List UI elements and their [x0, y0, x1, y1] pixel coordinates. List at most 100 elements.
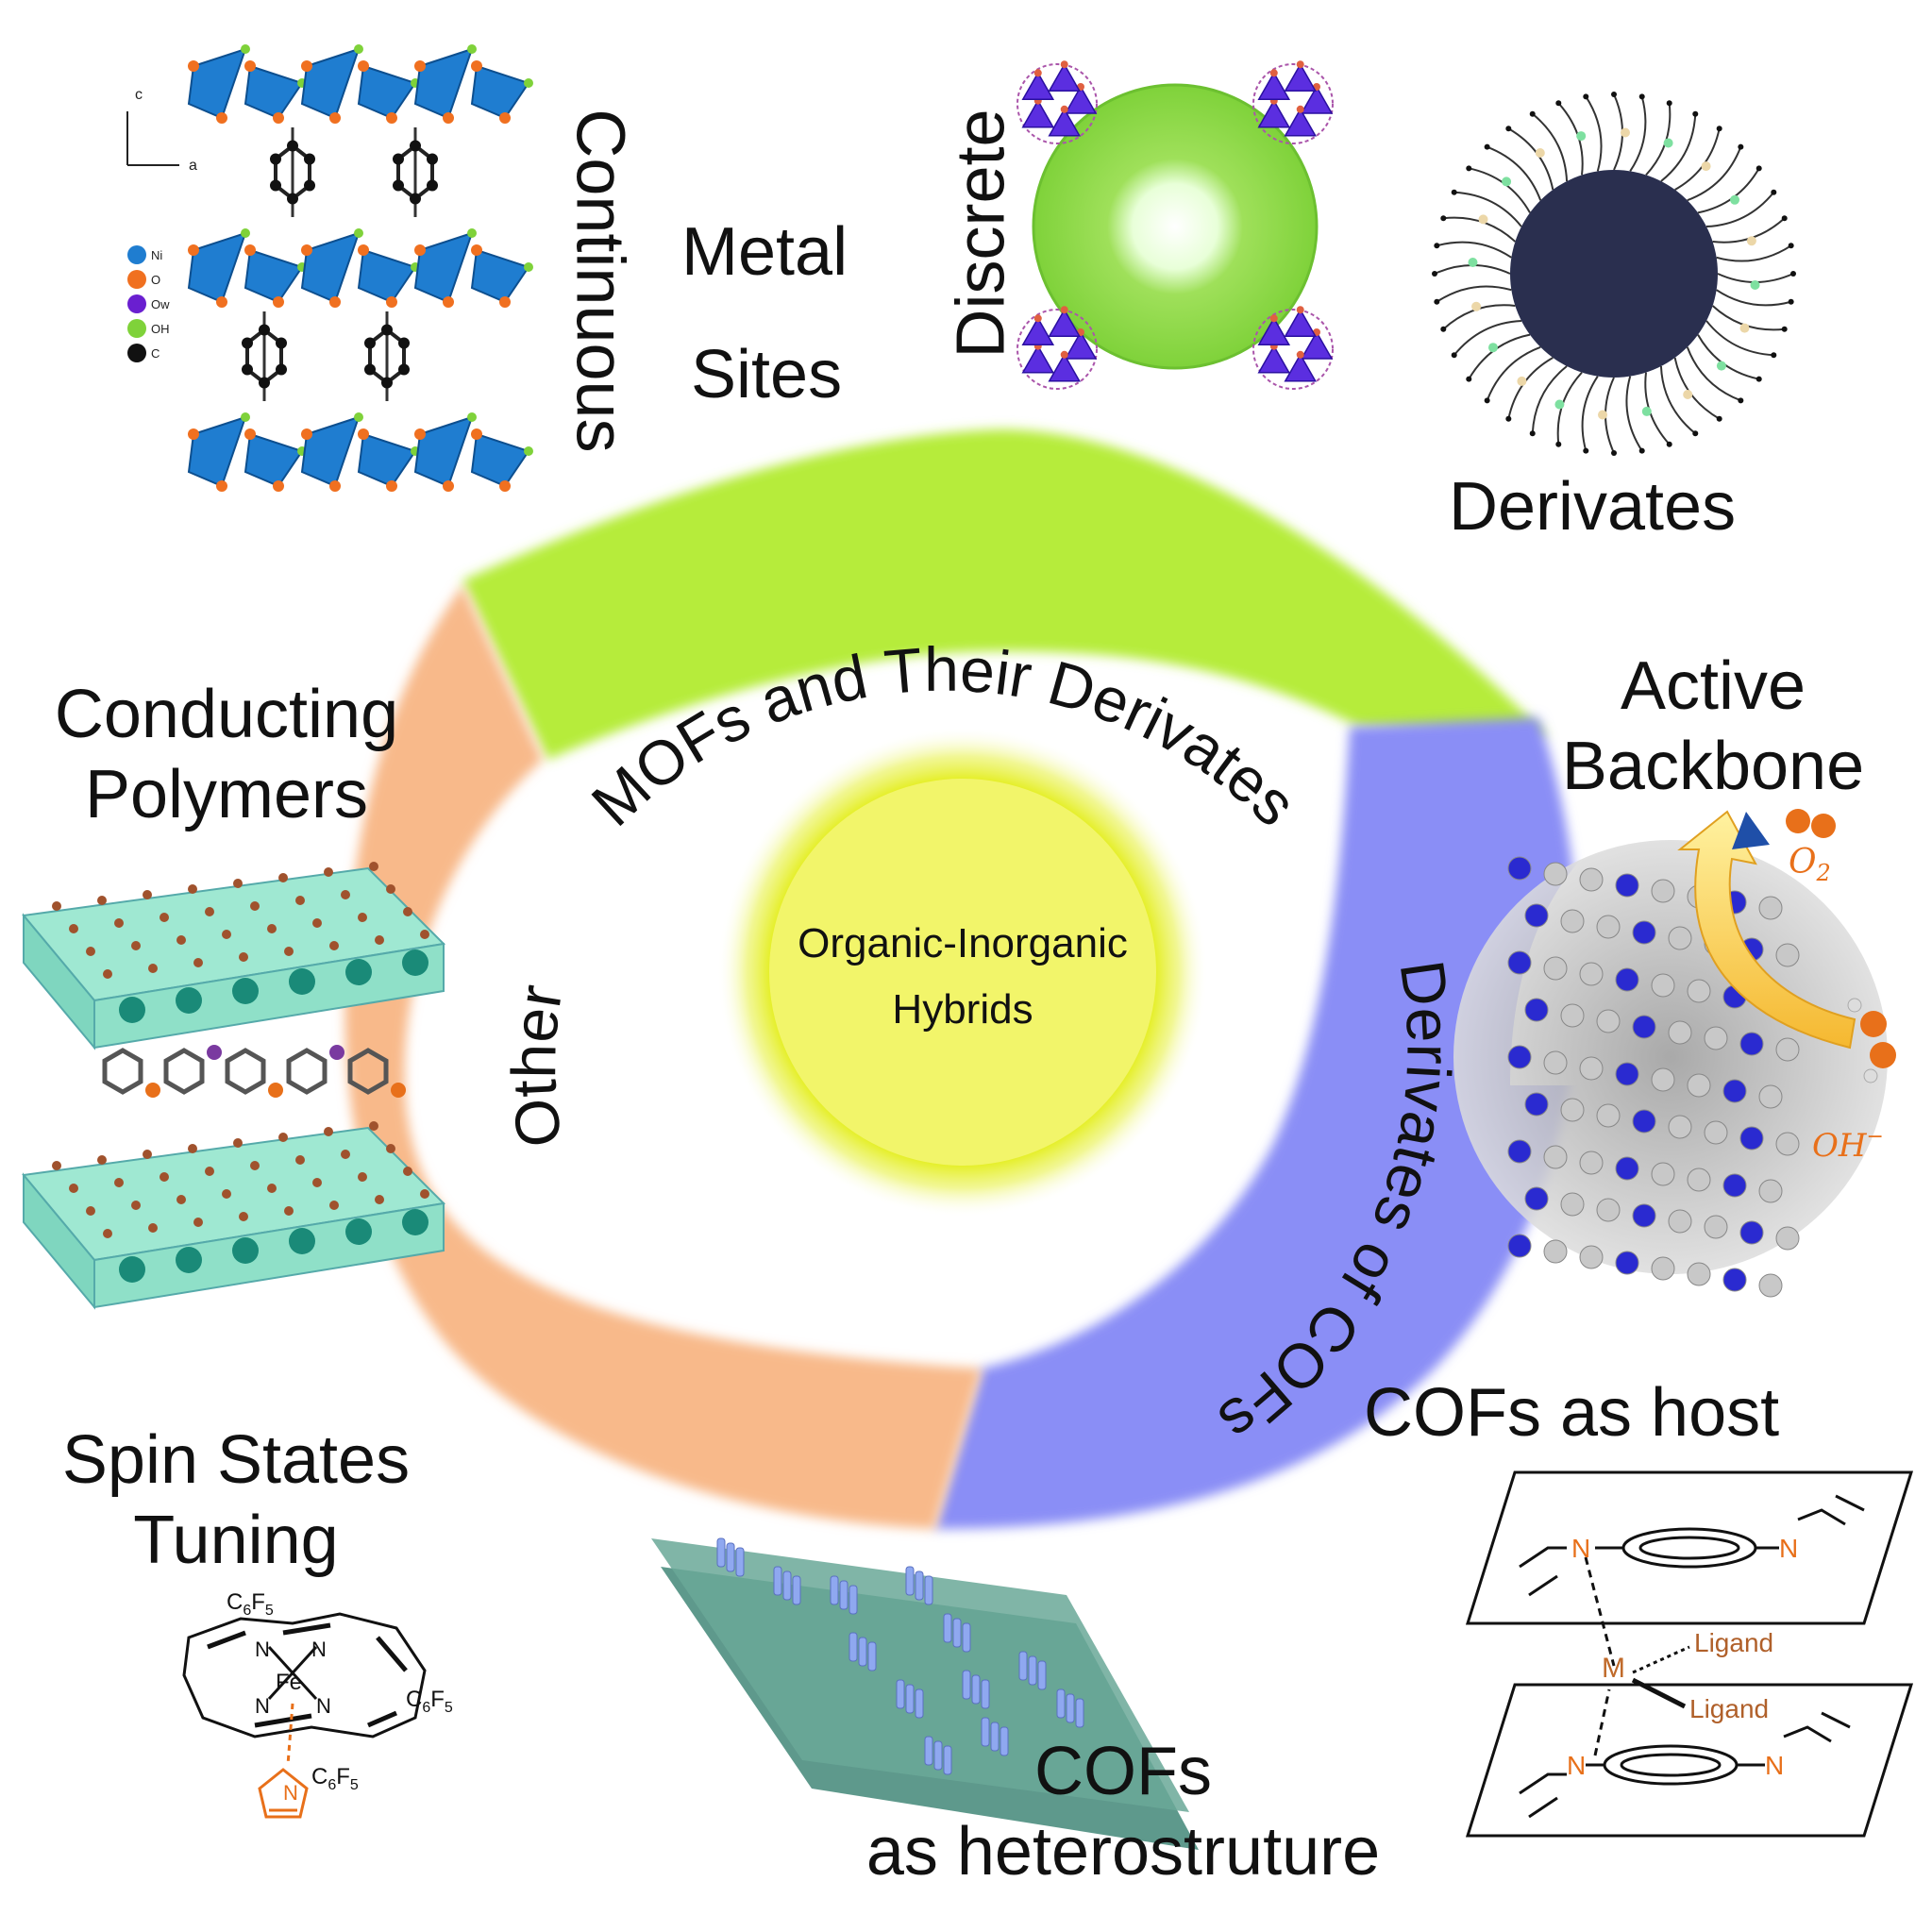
- hydroxide-atom: [241, 44, 250, 54]
- metal-atom: [345, 959, 372, 985]
- ligand-end: [1505, 415, 1512, 422]
- label-hetero2: as heterostruture: [865, 1813, 1381, 1890]
- oxygen-atom: [471, 60, 482, 72]
- cof-atom: [1615, 1251, 1639, 1275]
- porphyrin-structure: [182, 1612, 427, 1819]
- cof-atom: [1651, 1067, 1675, 1092]
- metal-atom: [402, 949, 428, 976]
- ligand-end: [1781, 215, 1788, 222]
- hydroxide-atom: [524, 262, 533, 272]
- oxygen-atom: [103, 1229, 112, 1238]
- active-backbone-structure: O2 OH−: [1453, 809, 1896, 1298]
- cluster-atom: [1060, 350, 1068, 359]
- cof-atom: [1758, 1084, 1783, 1109]
- oxygen-atom: [386, 480, 397, 492]
- label-hetero1: COFs: [1034, 1734, 1212, 1809]
- ligand-end: [1432, 271, 1437, 277]
- cof-pillar: [905, 1566, 915, 1596]
- oxygen-atom: [284, 947, 294, 956]
- ligand-end: [1756, 165, 1762, 172]
- cof-pillar: [962, 1622, 971, 1653]
- cof-atom: [1704, 1120, 1728, 1145]
- label-polymers: Polymers: [84, 756, 369, 832]
- ligand-end: [1466, 165, 1472, 172]
- ligand-chain: [1659, 365, 1696, 435]
- octahedron: [187, 47, 247, 120]
- oxygen-atom: [443, 112, 454, 124]
- ligand-end: [1781, 326, 1788, 332]
- ligand-end: [1583, 93, 1589, 100]
- oxygen-atom: [216, 112, 227, 124]
- ligand-chain: [1705, 320, 1774, 357]
- oxygen-atom: [278, 873, 288, 882]
- legend-swatch: [127, 294, 146, 313]
- oxygen-atom: [403, 907, 412, 916]
- cof-atom: [1524, 1092, 1549, 1117]
- ligand-end: [1505, 126, 1512, 132]
- oxygen-atom: [97, 896, 107, 905]
- oxygen-atom: [414, 60, 426, 72]
- oxygen-atom: [358, 60, 369, 72]
- oxygen-atom: [52, 1161, 61, 1170]
- ligand-end: [1666, 100, 1672, 107]
- carbon-atom: [304, 179, 315, 192]
- ligand-chain: [1716, 244, 1792, 262]
- ligand-chain: [1453, 319, 1522, 356]
- cof-atom: [1651, 879, 1675, 903]
- cof-atom: [1615, 1156, 1639, 1181]
- cof-atom: [1651, 1256, 1675, 1281]
- cof-pillar: [924, 1736, 933, 1766]
- metal-atom: [345, 1218, 372, 1245]
- cluster-atom: [1296, 105, 1304, 113]
- oxygen-atom: [205, 907, 214, 916]
- cof-atom: [1775, 1132, 1800, 1156]
- legend-swatch: [127, 319, 146, 338]
- oxygen-atom: [358, 913, 367, 922]
- metal-cluster: [1284, 353, 1318, 382]
- legend-label: Ow: [151, 297, 170, 311]
- oxygen-atom: [324, 867, 333, 877]
- cluster-atom: [1269, 69, 1278, 77]
- nitrogen-label: N: [255, 1638, 270, 1661]
- cof-atom: [1543, 1050, 1568, 1075]
- hydroxide-atom: [354, 412, 363, 422]
- chain-atom: [391, 1083, 406, 1098]
- cof-atom: [1651, 973, 1675, 998]
- ligand-chain: [1660, 113, 1697, 182]
- cof-pillar: [1066, 1693, 1075, 1723]
- oxygen-atom: [205, 1167, 214, 1176]
- metal-atom: [119, 1256, 145, 1283]
- cof-pillar: [943, 1745, 952, 1775]
- cof-atom: [1543, 862, 1568, 886]
- cof-pillar: [773, 1566, 782, 1596]
- cof-atom: [1632, 920, 1656, 945]
- cof-atom: [1704, 1215, 1728, 1239]
- dopant-dot: [1517, 376, 1527, 386]
- ligand-end: [1451, 189, 1457, 195]
- oxygen-atom: [216, 296, 227, 308]
- oxygen-atom: [188, 1144, 197, 1153]
- carbon-atom: [270, 179, 281, 192]
- chain-atom: [207, 1045, 222, 1060]
- cluster-ring: [1016, 63, 1098, 144]
- oxygen-atom: [284, 1206, 294, 1216]
- dopant-dot: [1471, 301, 1482, 311]
- o2-label: O2: [1789, 843, 1831, 886]
- oxygen-atom: [148, 1223, 158, 1233]
- ring-segment-other: [344, 585, 982, 1529]
- label-spin1: Spin States: [61, 1422, 411, 1498]
- dopant-dot: [1576, 131, 1587, 142]
- carbon-atom: [242, 337, 253, 349]
- oxygen-atom: [329, 480, 341, 492]
- ligand-end: [1529, 430, 1536, 437]
- c6f5-label: C6F5: [227, 1589, 274, 1619]
- cof-atom: [1507, 1045, 1532, 1069]
- carbon-atom: [398, 337, 410, 349]
- carbon-atom: [364, 363, 376, 376]
- dopant-dot: [1641, 406, 1652, 416]
- cof-atom: [1579, 1151, 1604, 1175]
- oxygen-atom: [131, 941, 141, 950]
- cof-pillar: [726, 1542, 735, 1572]
